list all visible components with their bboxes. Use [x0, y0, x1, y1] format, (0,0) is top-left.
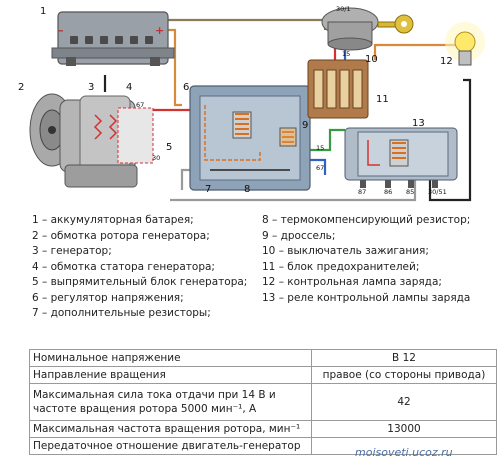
callout-1: 1	[40, 6, 46, 17]
regulator-coil	[232, 111, 252, 139]
legend-item: 6 – регулятор напряжения;	[32, 291, 184, 304]
legend-item: 4 – обмотка статора генератора;	[32, 260, 215, 273]
charge-lamp	[445, 22, 485, 66]
fuse-block	[307, 59, 369, 119]
spec-label: Передаточное отношение двигатель-генерат…	[29, 437, 312, 455]
spec-label: Номинальное напряжение	[29, 349, 312, 367]
ignition-switch	[321, 7, 414, 51]
spec-value: В 12	[311, 349, 497, 367]
terminal-30: 30	[152, 154, 160, 162]
legend-right-column: 8 – термокомпенсирующий резистор; 9 – др…	[262, 213, 477, 306]
legend-item: 3 – генератор;	[32, 245, 112, 257]
callouts: 1 2 3 4 5 6 7 8 9 10 11 12 13	[18, 6, 453, 195]
terminal-15-switch: 15	[342, 50, 350, 58]
terminal-86: 86	[384, 188, 392, 196]
battery: – +	[51, 11, 175, 66]
legend-item: 2 – обмотка ротора генератора;	[32, 229, 210, 242]
callout-10: 10	[365, 54, 378, 65]
callout-2: 2	[18, 82, 24, 93]
table-row: Передаточное отношение двигатель-генерат…	[29, 437, 497, 455]
spec-label: Максимальная сила тока отдачи при 14 В и…	[29, 383, 312, 421]
terminal-67-generator: 67	[136, 101, 144, 109]
legend-item: 12 – контрольная лампа заряда;	[262, 276, 442, 288]
legend-left-column: 1 – аккумуляторная батарея; 2 – обмотка …	[32, 213, 262, 322]
callout-13: 13	[412, 118, 425, 129]
wire-battery-orange	[168, 28, 182, 107]
spec-label: Максимальная частота вращения ротора, ми…	[29, 420, 312, 438]
generator	[29, 93, 154, 188]
terminal-30-1: 30/1	[336, 5, 351, 13]
terminal-67-regulator: 67	[316, 164, 324, 172]
legend-item: 9 – дроссель;	[262, 229, 336, 242]
terminal-87: 87	[358, 188, 366, 196]
callout-3: 3	[88, 82, 94, 93]
table-row: Максимальная сила тока отдачи при 14 В и…	[29, 383, 497, 421]
table-row: Направление вращения правое (со стороны …	[29, 366, 497, 384]
generator-winding	[93, 114, 118, 140]
callout-11: 11	[376, 94, 389, 105]
svg-text:–: –	[58, 24, 64, 37]
terminal-30-51: 30/51	[428, 188, 447, 196]
table-row: Номинальное напряжение В 12	[29, 349, 497, 367]
callout-9: 9	[302, 120, 308, 131]
wire-reg-blue	[310, 158, 327, 175]
callout-5: 5	[166, 142, 172, 153]
callout-6: 6	[183, 82, 189, 93]
svg-text:+: +	[155, 24, 164, 37]
lamp-relay	[344, 127, 458, 188]
wire-reg-green	[310, 128, 345, 152]
callout-7: 7	[205, 184, 211, 195]
legend-item: 5 – выпрямительный блок генератора;	[32, 276, 248, 288]
callout-12: 12	[440, 56, 453, 67]
key-icon	[377, 14, 414, 34]
callout-8: 8	[244, 184, 250, 195]
specs-table: Номинальное напряжение В 12 Направление …	[29, 349, 497, 455]
legend-item: 13 – реле контрольной лампы заряда	[262, 291, 471, 304]
wire-lamp-relay	[428, 78, 472, 202]
terminal-85: 85	[406, 188, 414, 196]
terminal-labels: 30/1 15 67 15 67 87 86 85 30/51 30	[136, 5, 447, 196]
table-row: Максимальная частота вращения ротора, ми…	[29, 420, 497, 438]
callout-4: 4	[126, 82, 132, 93]
legend-item: 11 – блок предохранителей;	[262, 260, 420, 273]
spec-value: 42	[311, 383, 497, 421]
choke	[279, 127, 297, 147]
terminal-15-regulator: 15	[316, 144, 324, 152]
legend-item: 1 – аккумуляторная батарея;	[32, 214, 194, 226]
legend-item: 7 – дополнительные резисторы;	[32, 307, 211, 319]
spec-value: правое (со стороны привода)	[311, 366, 497, 384]
wiring-diagram: – +	[0, 0, 501, 212]
wire-gray-long	[170, 180, 417, 202]
legend-item: 8 – термокомпенсирующий резистор;	[262, 214, 471, 226]
spec-value	[311, 437, 497, 455]
spec-value: 13000	[311, 420, 497, 438]
spec-label: Направление вращения	[29, 366, 312, 384]
watermark: moisoveti.ucoz.ru	[355, 446, 453, 459]
legend-item: 10 – выключатель зажигания;	[262, 245, 429, 257]
